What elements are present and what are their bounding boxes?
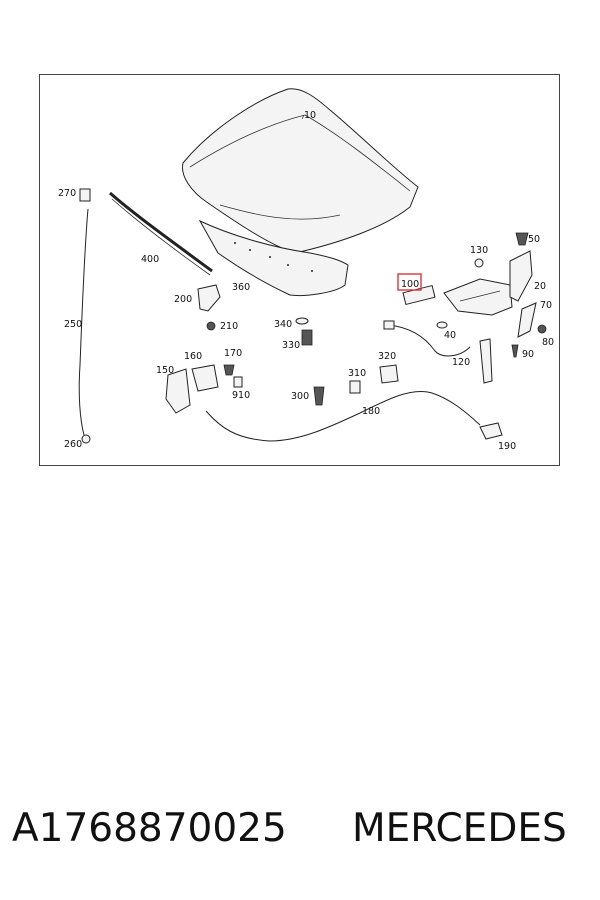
bracket-200 (197, 284, 221, 312)
release-lever-assembly (165, 364, 219, 414)
callout-170: 170 (224, 348, 242, 359)
callout-160: 160 (184, 351, 202, 362)
grommet-340 (295, 317, 309, 325)
clip-210 (206, 321, 216, 331)
part-100 (402, 284, 436, 306)
callout-330: 330 (282, 340, 300, 351)
parts-diagram-frame: 10 360 400 270 250 260 200 210 340 330 1… (39, 74, 560, 466)
callout-130: 130 (470, 245, 488, 256)
holder-320 (379, 364, 399, 384)
callout-80: 80 (542, 337, 554, 348)
sensor-cable-120 (387, 324, 471, 357)
clip-300 (313, 386, 325, 406)
callout-250: 250 (64, 319, 82, 330)
cap-910 (233, 376, 243, 388)
callout-910: 910 (232, 390, 250, 401)
callout-400: 400 (141, 254, 159, 265)
highlight-box-100 (397, 273, 422, 291)
hood-lock-assembly (443, 250, 533, 316)
release-handle-190 (479, 422, 503, 440)
brand-name: MERCEDES (352, 806, 567, 851)
callout-150: 150 (156, 365, 174, 376)
washer-40 (436, 321, 448, 329)
callout-50: 50 (528, 234, 540, 245)
callout-40: 40 (444, 330, 456, 341)
footer-caption: A1768870025 MERCEDES (0, 800, 600, 870)
callout-100: 100 (401, 279, 419, 290)
callout-300: 300 (291, 391, 309, 402)
callout-180: 180 (362, 406, 380, 417)
callout-340: 340 (274, 319, 292, 330)
buffer-80 (537, 324, 547, 334)
release-cable-180 (205, 390, 481, 442)
callout-320: 320 (378, 351, 396, 362)
exploded-parts-diagram: 10 360 400 270 250 260 200 210 340 330 1… (58, 88, 554, 452)
screw-90 (511, 344, 519, 358)
hood-support-rod (78, 188, 91, 444)
nut-130 (474, 258, 484, 268)
callout-260: 260 (64, 439, 82, 450)
buffer-330 (301, 329, 313, 346)
catch-hook-70 (517, 302, 537, 338)
clip-170 (223, 364, 235, 376)
callout-190: 190 (498, 441, 516, 452)
callout-310: 310 (348, 368, 366, 379)
part-number: A1768870025 (12, 806, 287, 851)
callout-360: 360 (232, 282, 250, 293)
callout-20: 20 (534, 281, 546, 292)
callout-70: 70 (540, 300, 552, 311)
callout-10: 10 (304, 110, 316, 121)
hood-panel (181, 88, 419, 254)
hood-seal-strip (109, 191, 213, 273)
callout-270: 270 (58, 188, 76, 199)
clip-310 (349, 380, 361, 394)
callout-90: 90 (522, 349, 534, 360)
callout-120: 120 (452, 357, 470, 368)
callout-210: 210 (220, 321, 238, 332)
hood-insulation-mat (198, 219, 349, 296)
callout-200: 200 (174, 294, 192, 305)
bolt-50 (515, 232, 529, 246)
